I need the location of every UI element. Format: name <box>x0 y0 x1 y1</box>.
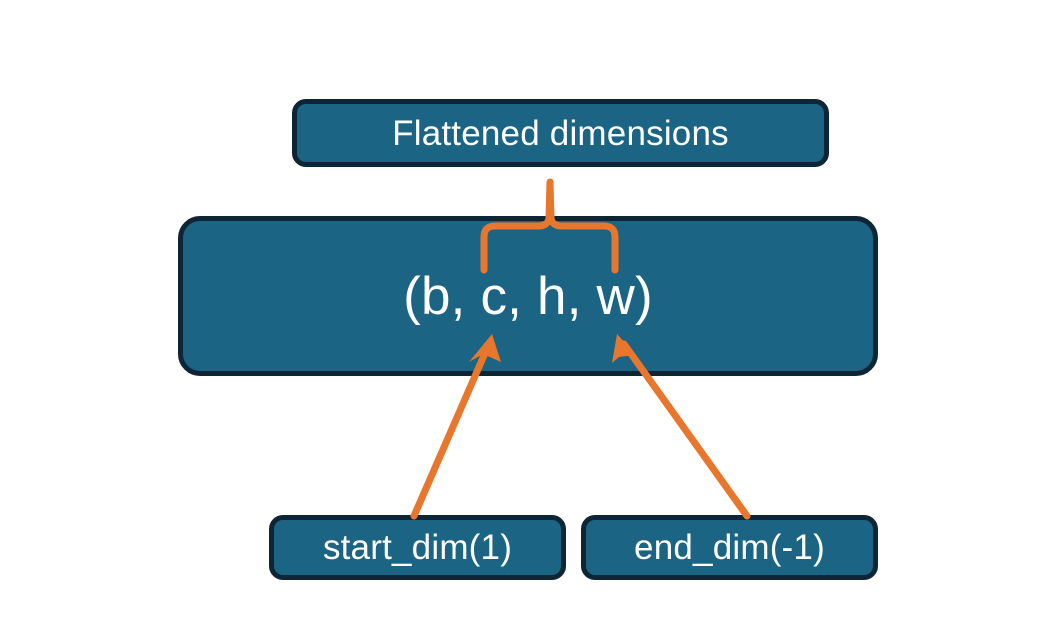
node-tensor-shape-tuple-label: (b, c, h, w) <box>403 266 653 326</box>
node-flattened-dimensions[interactable]: Flattened dimensions <box>292 99 829 167</box>
node-flattened-dimensions-label: Flattened dimensions <box>392 113 729 153</box>
node-tensor-shape-tuple[interactable]: (b, c, h, w) <box>178 216 878 376</box>
node-end-dim-label: end_dim(-1) <box>634 528 825 567</box>
node-start-dim-label: start_dim(1) <box>322 528 513 567</box>
node-end-dim[interactable]: end_dim(-1) <box>581 515 878 580</box>
node-start-dim[interactable]: start_dim(1) <box>269 515 566 580</box>
